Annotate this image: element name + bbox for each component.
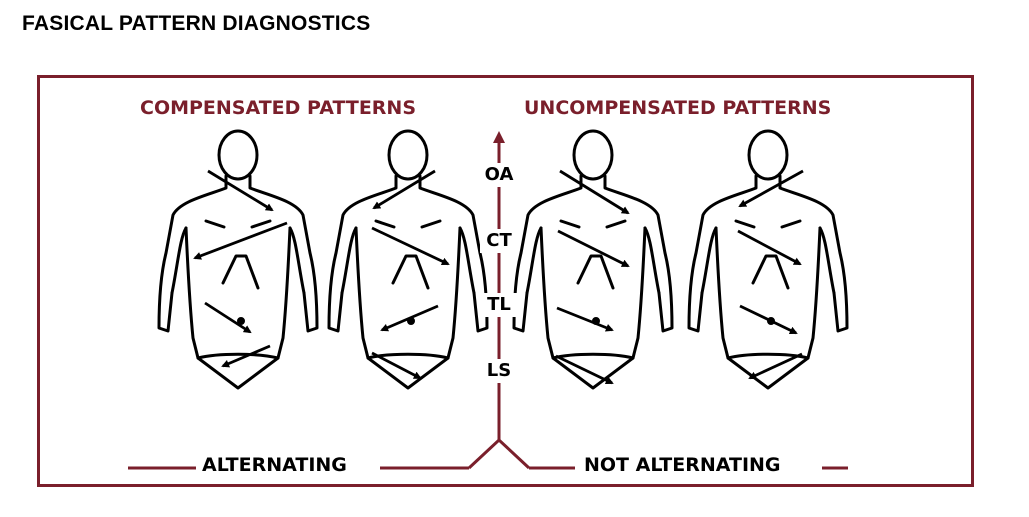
segment-label-tl: TL: [487, 294, 511, 315]
segment-label-ls: LS: [486, 360, 512, 381]
figure-4: [687, 129, 849, 390]
segment-label-oa: OA: [484, 164, 514, 185]
figure-3: [512, 129, 674, 390]
alternating-label: ALTERNATING: [202, 454, 347, 476]
diagram-frame: [37, 75, 974, 487]
figure-1: [157, 129, 319, 390]
central-axis: [128, 131, 848, 470]
segment-label-ct: CT: [486, 230, 512, 251]
compensated-patterns-heading: COMPENSATED PATTERNS: [140, 97, 417, 119]
page-title: FASICAL PATTERN DIAGNOSTICS: [22, 12, 371, 35]
not-alternating-label: NOT ALTERNATING: [584, 454, 781, 476]
figure-2: [327, 129, 489, 390]
uncompensated-patterns-heading: UNCOMPENSATED PATTERNS: [524, 97, 832, 119]
